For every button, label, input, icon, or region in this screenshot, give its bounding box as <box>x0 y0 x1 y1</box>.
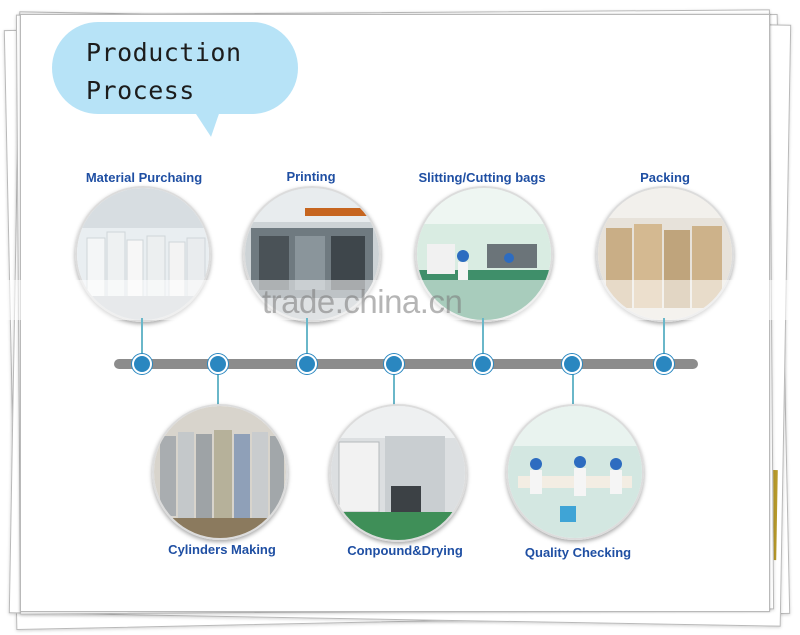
watermark-text: trade.china.cn <box>262 283 463 320</box>
timeline-node <box>384 354 404 374</box>
timeline-node <box>208 354 228 374</box>
step-label-cylinders-making: Cylinders Making <box>168 542 276 557</box>
connector-up <box>663 318 665 362</box>
connector-up <box>482 318 484 362</box>
timeline-node <box>654 354 674 374</box>
watermark-band <box>0 280 800 320</box>
inspection-photo <box>506 404 644 540</box>
step-label-printing: Printing <box>286 169 336 184</box>
connector-up <box>141 318 143 362</box>
step-label-packing: Packing <box>640 170 690 185</box>
step-label-quality-checking: Quality Checking <box>524 545 632 560</box>
timeline-node <box>473 354 493 374</box>
timeline-node <box>297 354 317 374</box>
connector-down <box>393 370 395 406</box>
step-label-slitting-cutting: Slitting/Cutting bags <box>418 170 546 185</box>
connector-up <box>306 318 308 362</box>
connector-down <box>572 370 574 404</box>
step-label-compound-drying: Conpound&Drying <box>347 543 463 558</box>
timeline-bar <box>114 359 698 369</box>
laminating-machine-photo <box>329 404 467 542</box>
page-title: Production Process <box>86 38 242 105</box>
connector-down <box>217 370 219 408</box>
cylinders-photo <box>152 404 288 540</box>
timeline-node <box>562 354 582 374</box>
step-label-material-purchasing: Material Purchaing <box>85 170 203 185</box>
timeline-node <box>132 354 152 374</box>
title-bubble <box>52 22 298 114</box>
material-rolls-photo <box>75 186 211 322</box>
